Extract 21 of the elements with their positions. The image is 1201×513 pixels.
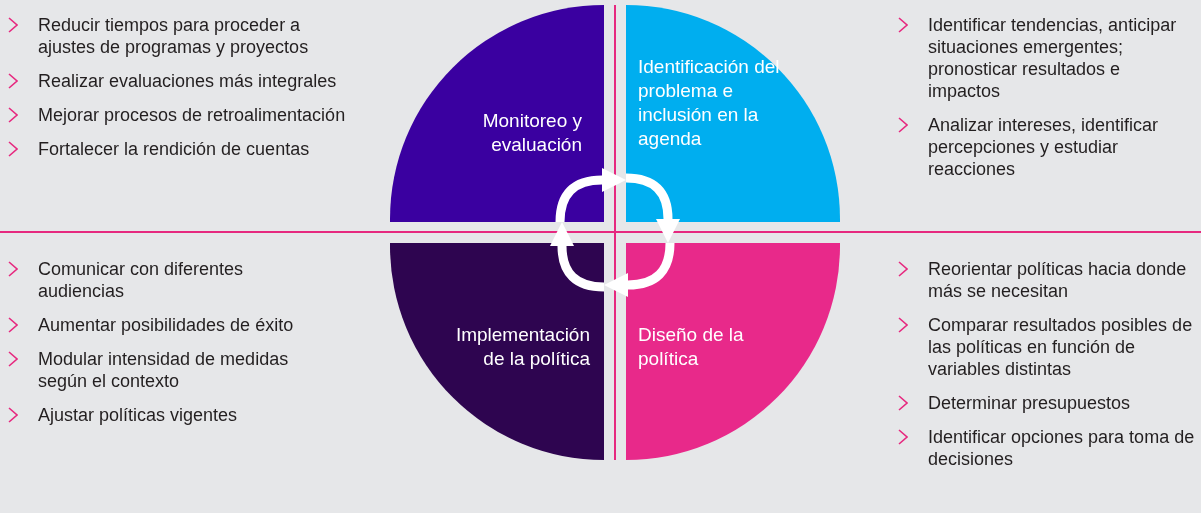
bullet-text: Modular intensidad de medidas según el contexto bbox=[38, 348, 290, 392]
bullet-text: Comparar resultados posibles de las políticas en función de variables distintas bbox=[928, 314, 1194, 380]
curved-arrow bbox=[555, 168, 626, 223]
stage-title: Diseño de la política bbox=[638, 323, 745, 371]
bullet-text: Comunicar con diferentes audiencias bbox=[38, 258, 245, 302]
curved-arrow bbox=[625, 173, 680, 243]
bullet-text: Analizar intereses, identificar percepciones y estudiar reacciones bbox=[928, 114, 1160, 180]
stage-title: Monitoreo y evaluación bbox=[481, 109, 582, 157]
bullet-text: Determinar presupuestos bbox=[928, 392, 1131, 414]
curved-arrow bbox=[550, 222, 605, 292]
stage-title: Implementación de la política bbox=[454, 323, 590, 371]
bullet-text: Realizar evaluaciones más integrales bbox=[38, 70, 337, 92]
bullet-text: Mejorar procesos de retroalimentación bbox=[38, 104, 346, 126]
bullet-text: Identificar tendencias, anticipar situaciones emergentes; pronosticar resultados e impactos bbox=[928, 14, 1178, 102]
curved-arrow bbox=[604, 242, 675, 297]
bullet-text: Reorientar políticas hacia donde más se necesitan bbox=[928, 258, 1188, 302]
bullet-text: Reducir tiempos para proceder a ajustes de programas y proyectos bbox=[38, 14, 310, 58]
bullet-text: Ajustar políticas vigentes bbox=[38, 404, 238, 426]
bullet-text: Fortalecer la rendición de cuentas bbox=[38, 138, 310, 160]
bullet-text: Identificar opciones para toma de decisiones bbox=[928, 426, 1196, 470]
bullet-text: Aumentar posibilidades de éxito bbox=[38, 314, 294, 336]
